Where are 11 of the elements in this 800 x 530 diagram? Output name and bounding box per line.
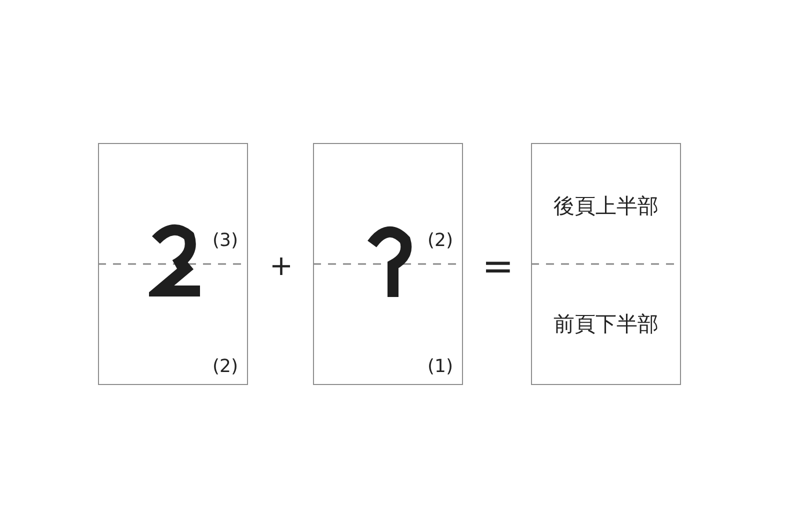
half-page-label: 後頁上半部 [552,196,660,217]
page-box [531,143,681,385]
page-number: (2) [428,232,453,250]
page-box [313,143,463,385]
page-number: (3) [212,232,238,250]
half-page-label: 前頁下半部 [552,314,660,335]
page-box [98,143,248,385]
page-number: (2) [212,358,238,376]
operator-sign: + [270,252,293,280]
operator-sign: = [482,247,514,285]
page-number: (1) [428,358,453,376]
